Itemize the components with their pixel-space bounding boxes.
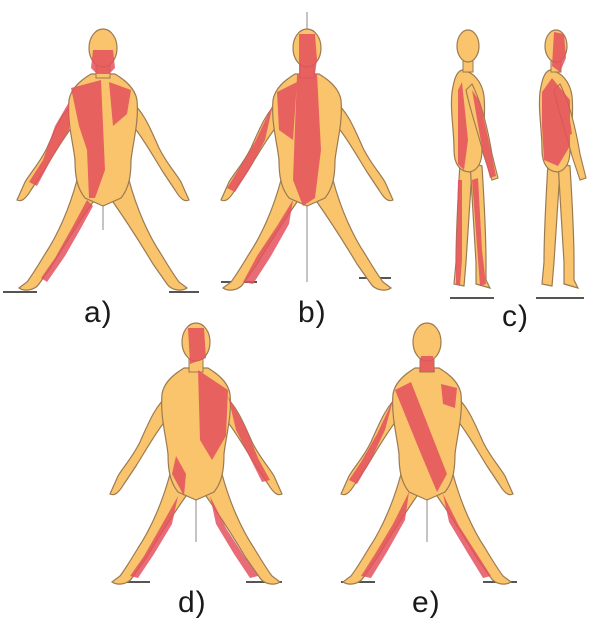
panel-label-e: e)	[412, 586, 441, 620]
figure-side-left	[450, 30, 498, 298]
panel-label-c: c)	[502, 300, 529, 334]
panel-d	[110, 323, 282, 584]
panel-label-a: a)	[84, 296, 113, 330]
panel-b	[221, 12, 393, 290]
panel-label-d: d)	[178, 586, 207, 620]
figure-side-right	[536, 30, 586, 298]
panel-a	[3, 29, 199, 292]
panel-label-b: b)	[298, 296, 327, 330]
panel-e	[341, 323, 517, 584]
panel-c	[450, 30, 586, 298]
